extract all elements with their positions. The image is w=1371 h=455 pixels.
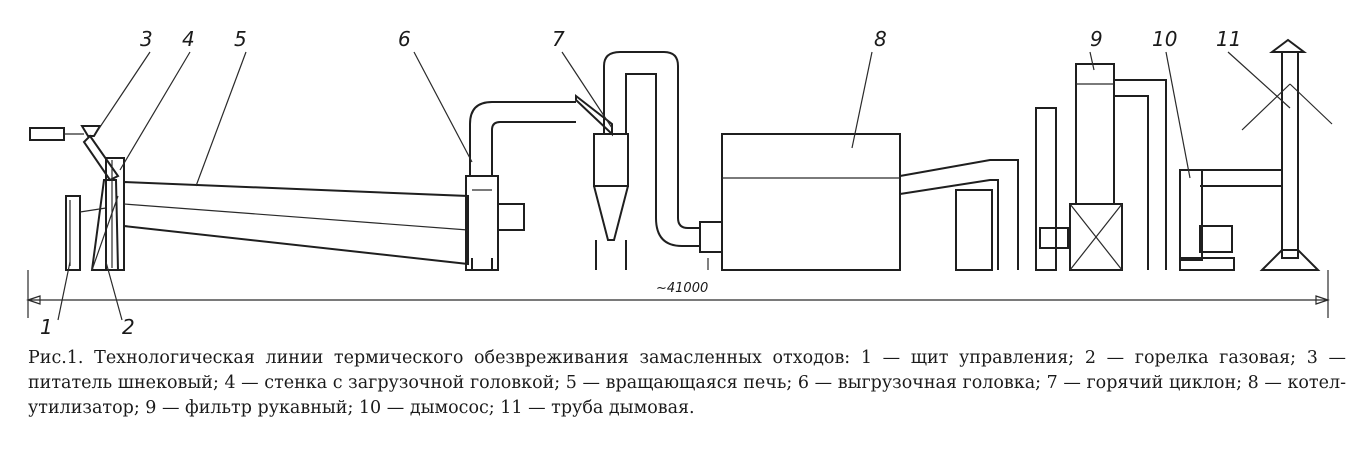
waste-heat-boiler (699, 133, 901, 271)
callout-4: 4 (182, 27, 195, 51)
callout-5: 5 (234, 27, 247, 51)
boiler-to-filter-duct (899, 159, 1019, 271)
callout-labels: 1 2 3 4 5 6 7 8 9 10 11 (40, 27, 1241, 339)
loading-head-wall (105, 157, 125, 271)
callout-1: 1 (40, 315, 53, 339)
callout-6: 6 (398, 27, 411, 51)
process-line-drawing: ~41000 (26, 27, 1333, 339)
callout-2: 2 (122, 315, 135, 339)
exhaust-fan (1179, 169, 1282, 271)
unloading-head (465, 101, 576, 271)
overall-length-label: ~41000 (656, 281, 708, 296)
screw-feeder (29, 125, 120, 182)
leader-lines (57, 51, 1291, 321)
overall-dimension-line: ~41000 (26, 270, 1330, 318)
callout-9: 9 (1090, 27, 1103, 51)
callout-11: 11 (1216, 27, 1241, 51)
chimney (1241, 38, 1333, 271)
hot-cyclone (575, 51, 700, 270)
control-panel (65, 195, 81, 271)
callout-10: 10 (1152, 27, 1177, 51)
callout-3: 3 (140, 27, 153, 51)
figure-caption: Рис.1. Технологическая линии термическог… (28, 348, 1346, 418)
callout-7: 7 (552, 27, 565, 51)
bag-filter (1035, 63, 1167, 271)
callout-8: 8 (874, 27, 887, 51)
rotary-kiln (123, 180, 469, 266)
